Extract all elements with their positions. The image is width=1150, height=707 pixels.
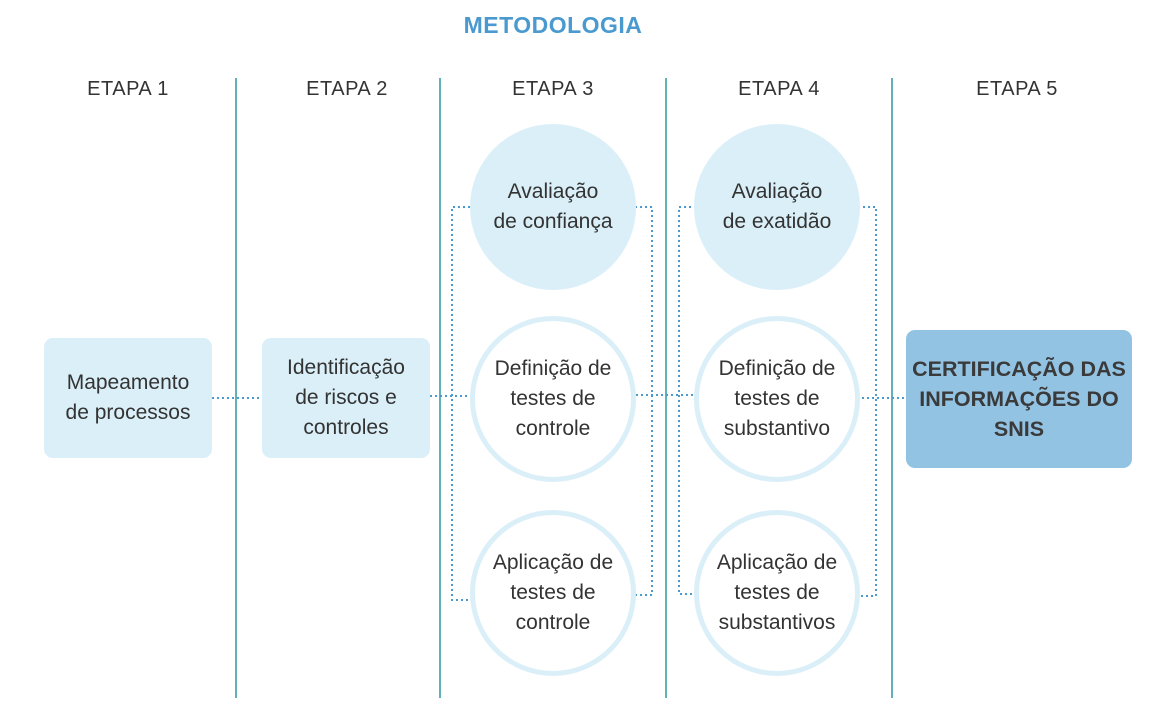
bracket-left-stage4: [678, 206, 696, 595]
diagram-title: METODOLOGIA: [463, 12, 643, 38]
substantive-test-definition-label: Definição de testes de substantivo: [718, 357, 836, 440]
control-test-definition-circle: Definição de testes de controle: [470, 316, 636, 482]
trust-assessment-circle: Avaliação de confiança: [470, 124, 636, 290]
substantive-test-definition-circle: Definição de testes de substantivo: [694, 316, 860, 482]
accuracy-assessment-label: Avaliação de exatidão: [722, 180, 832, 233]
stage-divider: [891, 78, 893, 698]
snis-certification-label: CERTIFICAÇÃO DAS INFORMAÇÕES DO SNIS: [912, 357, 1126, 441]
process-mapping-box: Mapeamento de processos: [44, 338, 212, 458]
stage-3-header: ETAPA 3: [512, 78, 594, 100]
stage-5-header: ETAPA 5: [976, 78, 1058, 100]
control-test-application-circle: Aplicação de testes de controle: [470, 510, 636, 676]
stage-1-header: ETAPA 1: [87, 78, 169, 100]
snis-certification-box: CERTIFICAÇÃO DAS INFORMAÇÕES DO SNIS: [906, 330, 1132, 468]
stage-4-header: ETAPA 4: [738, 78, 820, 100]
stage-2-header: ETAPA 2: [306, 78, 388, 100]
bracket-right-stage3: [630, 206, 653, 596]
accuracy-assessment-circle: Avaliação de exatidão: [694, 124, 860, 290]
substantive-test-application-label: Aplicação de testes de substantivos: [716, 551, 838, 634]
risk-identification-label: Identificação de riscos e controles: [287, 356, 405, 439]
risk-identification-box: Identificação de riscos e controles: [262, 338, 430, 458]
bracket-right-stage4: [858, 206, 877, 597]
process-mapping-label: Mapeamento de processos: [65, 371, 191, 424]
control-test-definition-label: Definição de testes de controle: [494, 357, 612, 440]
control-test-application-label: Aplicação de testes de controle: [492, 551, 614, 634]
stage-divider: [665, 78, 667, 698]
substantive-test-application-circle: Aplicação de testes de substantivos: [694, 510, 860, 676]
trust-assessment-label: Avaliação de confiança: [493, 180, 613, 233]
stage-divider: [235, 78, 237, 698]
stage-divider: [439, 78, 441, 698]
